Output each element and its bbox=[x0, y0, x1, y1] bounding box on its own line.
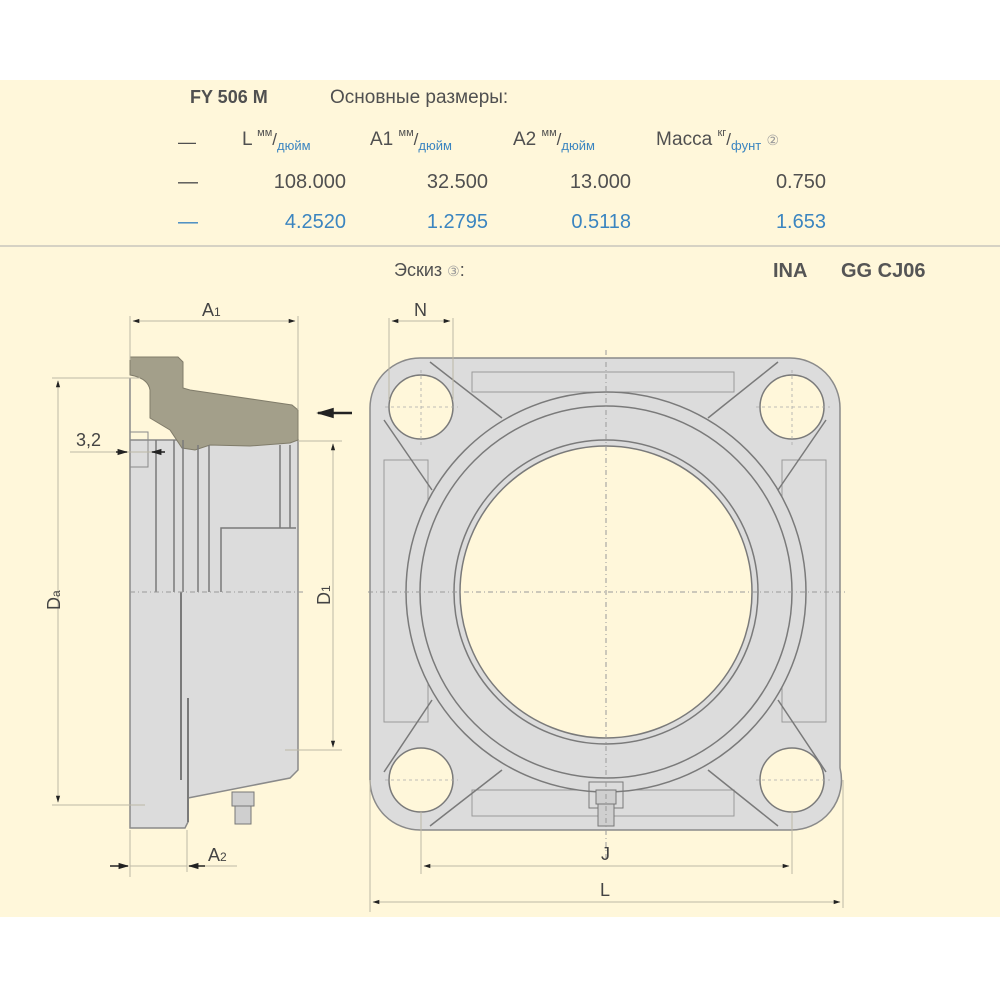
dim-label-d1: D1 bbox=[314, 585, 334, 605]
col-header-mass: Масса кг/фунт ② bbox=[656, 127, 780, 153]
sketch-colon: : bbox=[459, 260, 465, 280]
brand-label: INA bbox=[773, 260, 808, 282]
section-divider bbox=[0, 245, 1000, 247]
col-header-l: L мм/дюйм bbox=[242, 127, 311, 153]
value-a2-mm: 13.000 bbox=[569, 171, 631, 193]
col-header-a2: A2 мм/дюйм bbox=[513, 127, 595, 153]
dim-label-da: Da bbox=[44, 590, 64, 610]
unit-top: мм bbox=[541, 127, 557, 139]
sketch-label: Эскиз ③: bbox=[394, 260, 465, 281]
row-marker: — bbox=[178, 211, 198, 233]
value-a1-mm: 32.500 bbox=[426, 171, 488, 193]
part-code: GG CJ06 bbox=[841, 260, 926, 282]
value-a2-inch: 0.5118 bbox=[571, 211, 631, 233]
unit-top: мм bbox=[257, 127, 273, 139]
dim-label-n: N bbox=[414, 300, 427, 320]
unit-bottom: дюйм bbox=[561, 138, 595, 153]
row-marker: — bbox=[178, 132, 196, 152]
unit-bottom: дюйм bbox=[277, 138, 311, 153]
col-name: Масса bbox=[656, 129, 713, 150]
sketch-title: Эскиз bbox=[394, 260, 443, 280]
value-mass-kg: 0.750 bbox=[775, 171, 826, 193]
col-name: A2 bbox=[513, 129, 537, 150]
value-l-mm: 108.000 bbox=[273, 171, 346, 193]
row-marker: — bbox=[178, 171, 198, 193]
dim-label-j: J bbox=[601, 844, 610, 864]
value-mass-lb: 1.653 bbox=[775, 211, 826, 233]
footnote-2-icon[interactable]: ② bbox=[766, 132, 780, 148]
unit-top: кг bbox=[717, 127, 727, 139]
dim-label-l: L bbox=[600, 880, 610, 900]
unit-bottom: дюйм bbox=[418, 138, 452, 153]
col-header-a1: A1 мм/дюйм bbox=[370, 127, 452, 153]
col-name: L bbox=[242, 129, 252, 150]
dim-label-chamfer: 3,2 bbox=[76, 430, 101, 450]
product-designation: FY 506 M bbox=[190, 87, 268, 107]
side-view: A1 Da 3,2 D1 A2 bbox=[44, 300, 352, 877]
unit-top: мм bbox=[398, 127, 414, 139]
value-a1-inch: 1.2795 bbox=[426, 211, 488, 233]
dim-label-a2: A2 bbox=[208, 845, 227, 865]
front-view: N J L bbox=[368, 300, 845, 912]
col-name: A1 bbox=[370, 129, 394, 150]
value-l-inch: 4.2520 bbox=[284, 211, 346, 233]
unit-bottom: фунт bbox=[731, 138, 762, 153]
dimensions-heading: Основные размеры: bbox=[330, 87, 509, 108]
dim-label-a1: A1 bbox=[202, 300, 221, 320]
footnote-3-icon[interactable]: ③ bbox=[447, 263, 460, 279]
